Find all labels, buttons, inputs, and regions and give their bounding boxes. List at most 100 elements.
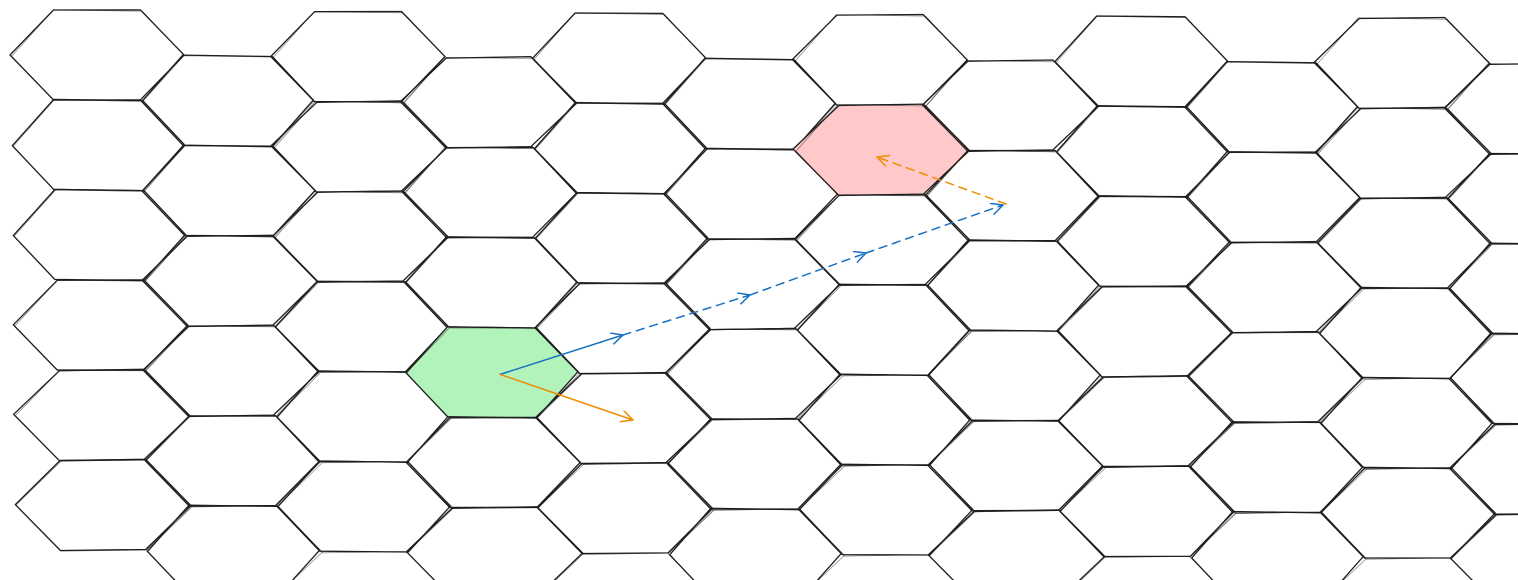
hex-cell [12,368,191,462]
hex-cell-outline [535,283,711,375]
blue-path-arrow-3 [865,205,1004,254]
hex-cell-outline [145,415,322,508]
hex-cell-outline [798,464,976,557]
hex-cell [12,188,187,282]
hex-cell [1059,465,1235,558]
hex-cell-outline [15,459,193,552]
hex-cell [146,504,321,580]
hex-cell [401,146,578,239]
hex-cell [798,464,974,556]
hex-cell-outline [1059,465,1237,559]
hex-cell-outline [402,56,576,150]
hex-cell [791,13,969,106]
hex-cell [405,506,584,580]
hex-cell-outline [797,374,974,467]
hex-cell-outline [404,146,577,240]
hex-cell [926,239,1100,332]
hex-cell [1319,286,1493,380]
hex-cell [1185,240,1363,334]
hex-cell [1186,331,1364,424]
hex-cell-outline [1055,15,1229,109]
hex-cell-outline [1320,467,1498,560]
hex-cell [404,236,578,329]
hex-cell [927,329,1101,422]
hex-cell [399,56,578,149]
hex-cell-outline [1058,376,1236,469]
hex-cell-outline [794,14,968,107]
hex-cell-outline [537,462,715,555]
hex-cell [1184,151,1361,243]
hex-cell-outline [1448,244,1518,335]
hex-cell-start [405,326,579,419]
hex-cell-outline [928,510,1107,580]
hex-cell-outline [666,418,844,511]
hex-cell-outline [1189,511,1368,580]
hex-cell [1320,376,1494,470]
hex-cell-outline [405,237,579,329]
hex-cell-outline [666,329,842,421]
hex-cell [271,190,449,283]
hex-cell [270,100,448,193]
hex-cell [1449,513,1518,580]
hex-cell-target [792,103,971,197]
hex-cell-outline [141,55,315,148]
hex-cell-outline [1188,421,1366,514]
hex-cell [663,237,841,331]
hex-cell [1448,423,1518,515]
hex-cell-outline [1318,287,1495,380]
hex-cell [534,192,709,285]
hex-cell-outline [1447,153,1518,245]
hex-cell [11,98,185,192]
hex-cell-outline [927,330,1103,422]
hex-cell-outline [144,325,320,417]
hex-cell-outline [926,240,1101,332]
hex-cell-outline [406,506,584,580]
hex-cell-outline [533,12,707,105]
hex-cell-outline [534,102,708,195]
hex-cell-outline [145,505,323,580]
hex-cell [144,415,321,507]
hex-cell-outline [796,284,973,377]
hex-cell [794,193,971,286]
hex-cell-outline [13,189,187,282]
hex-cell [12,279,189,371]
hex-cell [276,460,451,553]
hex-cell-outline [667,508,846,580]
hex-cell [537,462,714,555]
hex-cell-outline [144,235,318,328]
hex-cell-outline [1187,242,1363,334]
hex-cell [1191,510,1364,580]
hex-cell [1057,375,1235,468]
hex-cell-outline [535,193,710,285]
hex-cell [531,12,707,104]
hex-cell-outline [1186,151,1361,244]
blue-path-arrow-2 [749,253,867,296]
hex-cell [1448,332,1518,425]
hex-cell-outline [1448,334,1518,426]
hex-cell-outline [11,9,185,102]
hex-cell-outline [1057,196,1232,288]
hex-cell [1316,197,1493,289]
hex-cell-outline [143,145,316,238]
hex-cell [9,9,185,101]
hex-cell [664,327,842,421]
blue-path-arrow-1 [622,295,751,336]
hex-cell [142,324,320,418]
hex-cell-outline [927,420,1105,513]
hex-cell-outline [795,104,969,197]
orange-direction-arrow [499,373,634,420]
hex-cell-outline [1316,17,1490,110]
hex-cell [666,418,842,510]
hex-cell-outline [406,417,583,509]
hex-cell [1056,195,1231,288]
hex-cell [1313,16,1491,110]
hex-cell [669,507,843,580]
hex-cell-outline [665,238,840,331]
hex-cell [1054,15,1229,108]
hex-cell-outline [1187,332,1364,424]
hex-cell [1448,242,1518,335]
hex-cell-outline [1317,198,1493,290]
hex-cell-outline [276,461,454,554]
hex-cell [533,101,707,195]
